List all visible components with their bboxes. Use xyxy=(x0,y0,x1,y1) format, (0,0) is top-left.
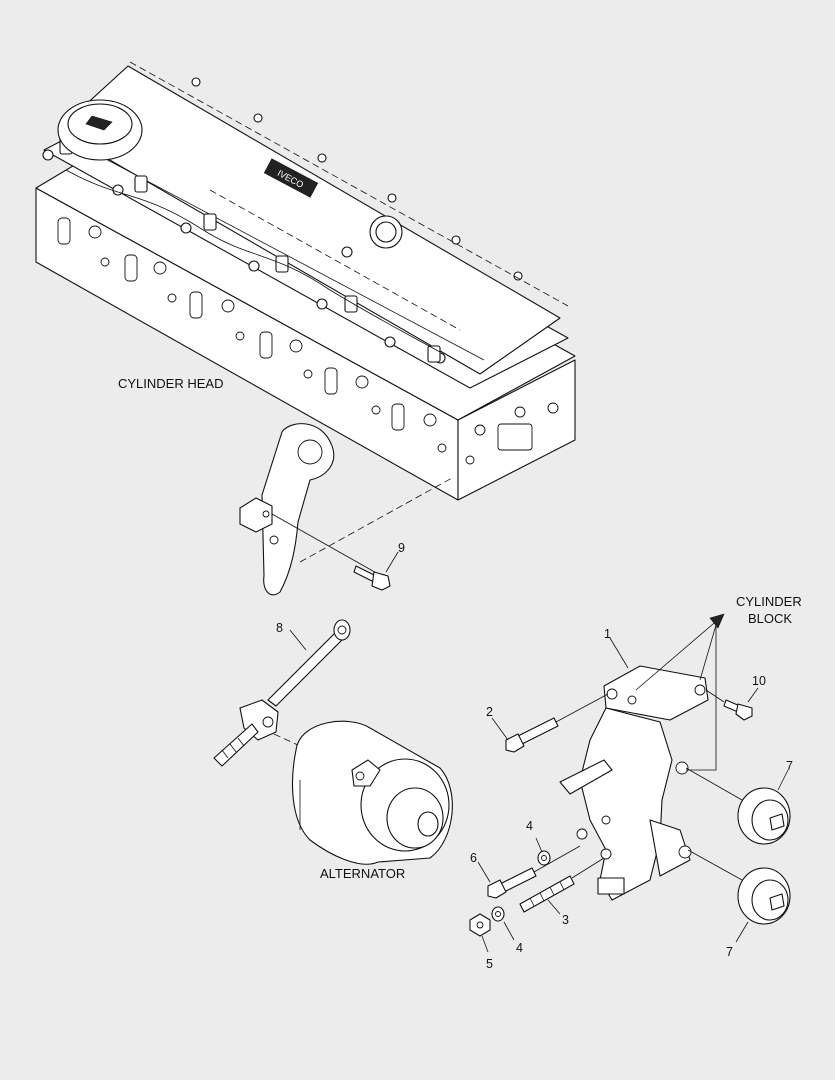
callout-9: 9 xyxy=(398,541,405,555)
bracket-body xyxy=(579,707,673,901)
bracket-lower-boss xyxy=(649,819,691,877)
washer-4-upper xyxy=(537,850,551,866)
valve-cover xyxy=(57,65,561,375)
bolt-6 xyxy=(487,867,537,899)
cylinder-head-assembly: IVECO CYLINDER HEAD xyxy=(35,61,576,501)
cylinder-head-ports xyxy=(57,217,559,465)
cylinder-block-arrow xyxy=(635,613,725,771)
callout-1: 1 xyxy=(604,627,611,641)
callout-4-upper: 4 xyxy=(526,819,533,833)
stud-3 xyxy=(519,875,575,913)
mounting-bracket-1 xyxy=(559,665,709,901)
bolt-9 xyxy=(353,565,391,591)
bolt-10 xyxy=(723,699,753,721)
callout-7-upper: 7 xyxy=(786,759,793,773)
callout-7-lower: 7 xyxy=(726,945,733,959)
washer-4-lower xyxy=(491,906,505,922)
label-cylinder-block-line1: CYLINDER xyxy=(736,594,802,609)
upper-bracket xyxy=(239,423,453,596)
callout-8: 8 xyxy=(276,621,283,635)
callout-2: 2 xyxy=(486,705,493,719)
label-alternator: ALTERNATOR xyxy=(320,866,405,881)
tension-rod-8 xyxy=(213,619,351,767)
callout-6: 6 xyxy=(470,851,477,865)
label-cylinder-block-line2: BLOCK xyxy=(748,611,792,626)
callout-10: 10 xyxy=(752,674,766,688)
nut-5 xyxy=(469,913,491,937)
label-cylinder-head: CYLINDER HEAD xyxy=(118,376,223,391)
upper-bracket-tab xyxy=(239,497,273,533)
breather-cap xyxy=(341,215,403,258)
idler-pulley-7-lower xyxy=(687,849,791,925)
alternator xyxy=(292,720,453,865)
bracket-arm xyxy=(559,759,613,795)
idler-pulley-7-upper xyxy=(685,767,791,845)
oil-filler-cap xyxy=(57,99,143,161)
callout-5: 5 xyxy=(486,957,493,971)
upper-bracket-plate xyxy=(261,423,335,596)
callout-4-lower: 4 xyxy=(516,941,523,955)
callout-3: 3 xyxy=(562,913,569,927)
bolt-2 xyxy=(505,717,559,753)
